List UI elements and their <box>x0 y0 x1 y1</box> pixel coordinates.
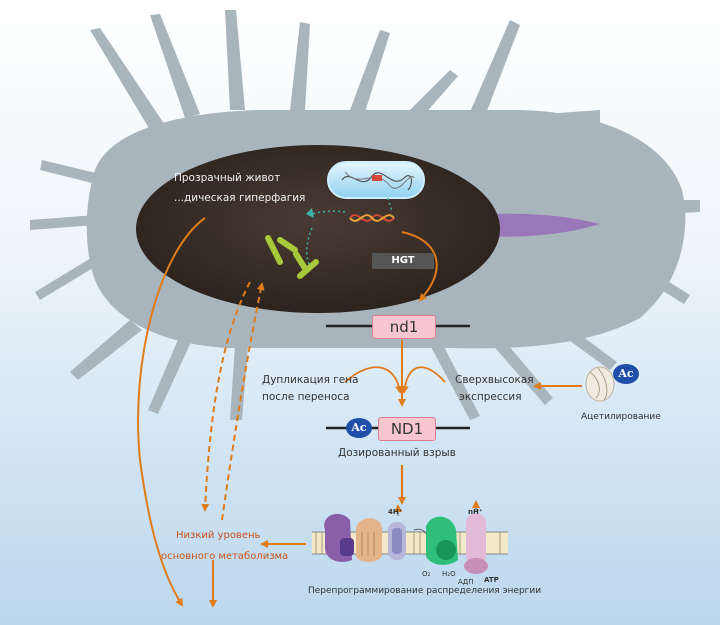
complex-IV <box>426 516 458 565</box>
proton-nh-label: nH⁺ <box>468 508 483 516</box>
gut-ellipse <box>136 145 500 313</box>
reprogramming-label: Перепрограммирование распределения энерг… <box>308 586 542 596</box>
complex-I <box>324 513 354 562</box>
overexpression-label-line1: Сверхвысокая <box>455 374 534 386</box>
posterior-tail <box>470 213 600 237</box>
dna-fragment <box>349 214 395 222</box>
h2o-label: H₂O <box>442 570 456 578</box>
low-metabolism-label-line2: основного метаболизма <box>161 551 289 562</box>
o2-label: O₂ <box>422 570 431 578</box>
gut-to-bottom-curve-1 <box>137 217 206 607</box>
overexpression-label-line2: экспрессия <box>459 391 522 403</box>
dashed-arrow-to-gut <box>221 282 265 521</box>
adp-label: АДП <box>458 578 474 586</box>
atp-label: ATP <box>484 576 499 584</box>
acetylation-label: Ацетилирование <box>581 412 661 422</box>
duplication-curve <box>344 366 403 394</box>
overexpression-curve <box>400 366 446 394</box>
gut-label-line2: ...дическая гиперфагия <box>174 192 306 204</box>
duplication-label-line2: после переноса <box>262 391 350 403</box>
bacterium <box>327 161 425 199</box>
low-metabolism-label-line1: Низкий уровень <box>176 530 261 541</box>
proton-4h-label: 4H⁺ <box>388 508 403 516</box>
gut-bacteria <box>265 235 319 279</box>
hgt-label: HGT <box>372 253 434 269</box>
hgt-arrow <box>401 231 438 302</box>
dosage-burst-label: Дозированный взрыв <box>338 447 456 459</box>
complex-III <box>388 522 406 560</box>
atp-synthase <box>464 514 488 574</box>
nd1-gene-box: nd1 <box>372 315 436 339</box>
complex-II <box>356 518 382 562</box>
ac-ball-enzyme: Ac <box>613 364 639 384</box>
ac-ball-protein: Ac <box>346 418 372 438</box>
gut-label-line1: Прозрачный живот <box>174 172 281 184</box>
dashed-arrow-to-low-metabolism <box>201 281 251 512</box>
ND1-protein-box: ND1 <box>378 417 436 441</box>
acetylase-enzyme <box>585 366 615 402</box>
duplication-label-line1: Дупликация гена <box>262 374 359 386</box>
dotted-arrow-to-bacteria <box>311 210 346 215</box>
